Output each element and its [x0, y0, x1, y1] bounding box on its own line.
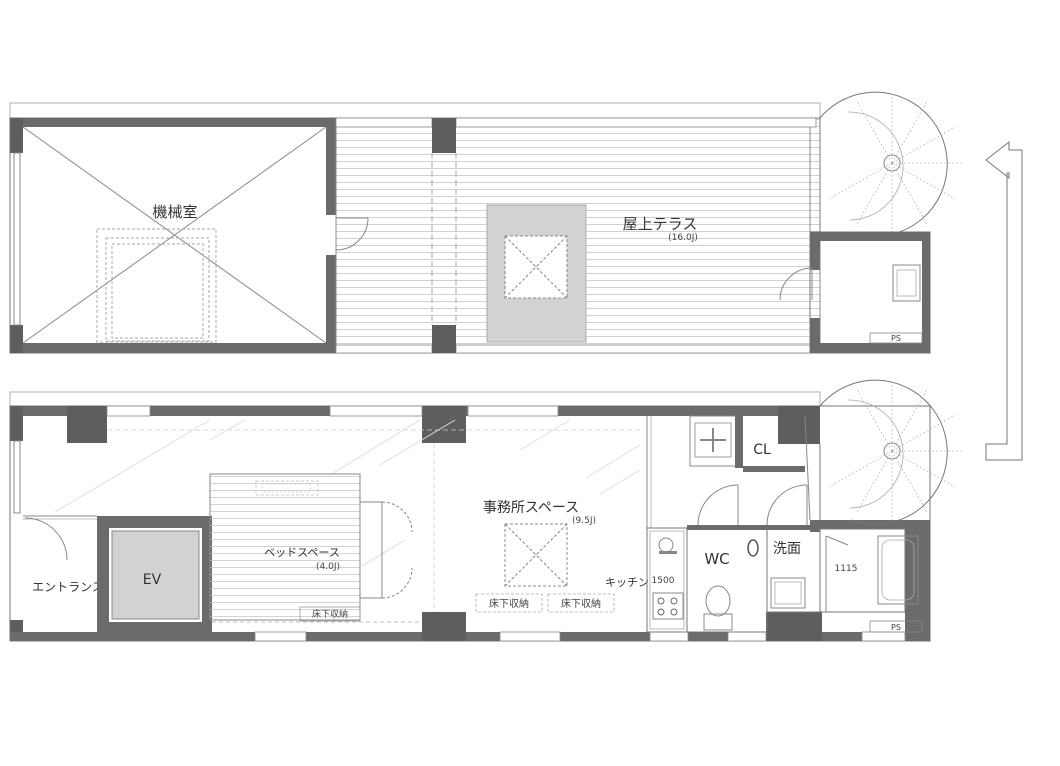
office-space-label: 事務所スペース — [483, 500, 579, 516]
kitchen-unit: 1500 — [646, 527, 688, 633]
spiral-stair-upper — [819, 91, 964, 237]
ps-room-upper: PS — [779, 231, 931, 354]
underfloor-storage-office-1: 床下収納 — [489, 597, 529, 610]
spiral-stair-lower — [819, 379, 964, 525]
lower-floor: エントランス EV ベッドスペース (4.0J) 床下収納 — [9, 379, 964, 642]
kitchen-width: 1500 — [652, 576, 675, 586]
machine-room: 機械室 — [9, 117, 337, 354]
bed-space-label: ベッドスペース — [264, 546, 340, 559]
washroom-label: 洗面 — [773, 541, 801, 557]
underfloor-storage-bed: 床下収納 — [312, 608, 348, 620]
machine-room-label: 機械室 — [152, 203, 197, 221]
elevator: EV — [97, 516, 212, 632]
entrance: エントランス — [23, 515, 104, 594]
bed-space: ベッドスペース (4.0J) 床下収納 — [209, 473, 413, 622]
bath-size: 1115 — [835, 564, 858, 574]
washroom: 洗面 — [766, 484, 821, 613]
upper-floor: 機械室 屋上テラス (16.0J) — [9, 91, 1023, 461]
roof-terrace-size: (16.0J) — [668, 233, 698, 243]
wc: WC — [686, 484, 768, 633]
bathroom: 1115 — [819, 528, 919, 613]
wc-label: WC — [704, 550, 729, 568]
elevator-label: EV — [143, 572, 162, 588]
roof-terrace-label: 屋上テラス — [623, 215, 698, 233]
roof-terrace: 屋上テラス (16.0J) — [335, 117, 821, 354]
closet-label: CL — [753, 442, 771, 458]
closet: CL — [646, 406, 811, 528]
underfloor-storage-office-2: 床下収納 — [561, 597, 601, 610]
office-space: 事務所スペース (9.5J) 床下収納 床下収納 キッチン — [475, 500, 649, 613]
kitchen-label: キッチン — [605, 576, 649, 589]
entrance-label: エントランス — [32, 580, 104, 594]
stair-link-arrow — [985, 140, 1023, 461]
bed-space-size: (4.0J) — [316, 562, 340, 572]
ps-label-lower: PS — [891, 623, 901, 632]
ps-label-upper: PS — [891, 334, 901, 343]
office-space-size: (9.5J) — [572, 516, 596, 526]
